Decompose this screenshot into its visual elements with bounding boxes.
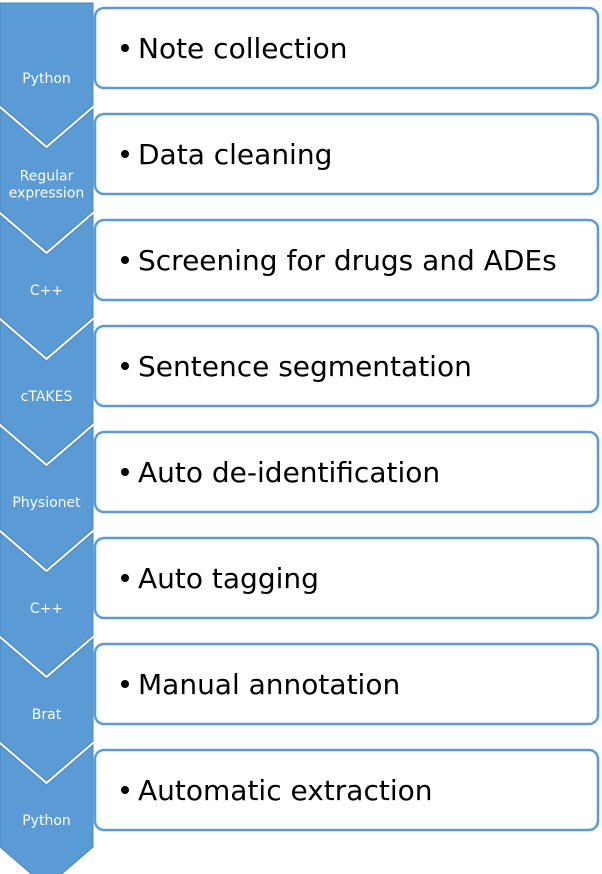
chevron-label-line: C++ — [30, 601, 63, 617]
chevron-label-line: Python — [22, 71, 71, 87]
chevron-step-4 — [0, 319, 94, 464]
step-box-3 — [93, 218, 600, 302]
chevron-label-line: C++ — [30, 283, 63, 299]
bullet-icon — [121, 150, 129, 158]
step-box-7 — [93, 642, 600, 726]
chevron-step-8 — [0, 743, 94, 874]
chevron-label-line: Brat — [32, 707, 62, 723]
bullet-icon — [121, 574, 129, 582]
chevron-step-2 — [0, 107, 94, 252]
step-box-5 — [93, 430, 600, 514]
chevron-step-1 — [0, 2, 94, 146]
chevron-step-5 — [0, 425, 94, 570]
step-text-5: Auto de-identification — [138, 456, 440, 489]
step-box-2 — [93, 112, 600, 196]
step-box-8 — [93, 748, 600, 832]
chevron-label-5: Physionet — [12, 495, 81, 511]
chevron-label-line: cTAKES — [21, 389, 73, 405]
chevron-label-4: cTAKES — [21, 389, 73, 405]
bullet-icon — [121, 468, 129, 476]
bullet-icon — [121, 680, 129, 688]
step-text-1: Note collection — [138, 32, 348, 65]
chevron-label-line: Python — [22, 813, 71, 829]
bullet-icon — [121, 362, 129, 370]
chevron-label-line: Physionet — [12, 495, 81, 511]
step-text-2: Data cleaning — [138, 138, 332, 171]
chevron-label-line: expression — [9, 186, 85, 202]
step-text-4: Sentence segmentation — [138, 350, 472, 383]
chevron-label-3: C++ — [30, 283, 63, 299]
bullet-icon — [121, 256, 129, 264]
chevron-label-line: Regular — [20, 169, 74, 185]
chevron-step-3 — [0, 213, 94, 358]
chevron-label-6: C++ — [30, 601, 63, 617]
chevron-label-7: Brat — [32, 707, 62, 723]
chevron-step-7 — [0, 637, 94, 782]
step-text-3: Screening for drugs and ADEs — [138, 244, 557, 277]
step-text-6: Auto tagging — [138, 562, 319, 595]
step-box-1 — [93, 6, 600, 90]
step-box-4 — [93, 324, 600, 408]
bullet-icon — [121, 44, 129, 52]
chevron-step-6 — [0, 531, 94, 676]
step-text-8: Automatic extraction — [138, 774, 432, 807]
step-box-6 — [93, 536, 600, 620]
step-text-7: Manual annotation — [138, 668, 400, 701]
chevron-label-1: Python — [22, 71, 71, 87]
bullet-icon — [121, 786, 129, 794]
chevron-label-8: Python — [22, 813, 71, 829]
